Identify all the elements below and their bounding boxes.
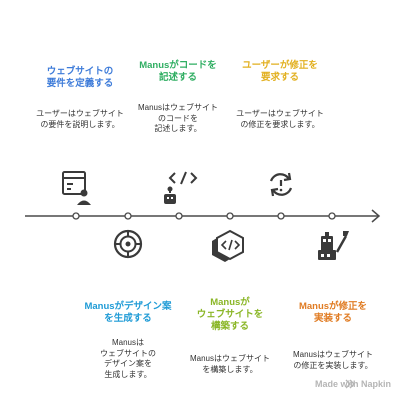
target-circle-icon [113, 229, 143, 259]
step-5-desc: ユーザーはウェブサイト の修正を要求します。 [236, 109, 324, 129]
timeline-node-4 [226, 212, 234, 220]
timeline-node-6 [328, 212, 336, 220]
refresh-alert-icon [269, 172, 293, 197]
robot-code-icon [164, 171, 198, 204]
step-5-title: ユーザーが修正を 要求する [242, 60, 318, 83]
timeline-arrowhead [371, 209, 381, 223]
napkin-branding: Made with Napkin [314, 379, 391, 389]
timeline-node-5 [277, 212, 285, 220]
step-6-title: Manusが修正を 実装する [298, 301, 368, 324]
step-1-title: ウェブサイトの 要件を定義する [46, 66, 114, 89]
timeline-node-2 [124, 212, 132, 220]
timeline-node-1 [72, 212, 80, 220]
step-3-title: Manusがコードを 記述する [139, 60, 217, 83]
step-2-title: Manusがデザイン案 を生成する [84, 301, 172, 324]
napkin-logo-icon [345, 379, 355, 389]
robot-tools-icon [318, 231, 349, 260]
step-1-desc: ユーザーはウェブサイト の要件を説明します。 [36, 109, 124, 129]
document-user-icon [62, 171, 91, 205]
step-4-title: Manusが ウェブサイトを 構築する [196, 297, 264, 332]
step-3-desc: Manusはウェブサイト のコードを 記述します。 [137, 103, 218, 133]
timeline-node-3 [175, 212, 183, 220]
step-4-desc: Manusはウェブサイト を構築します。 [189, 354, 270, 374]
code-cube-icon [212, 229, 244, 262]
step-2-desc: Manusは ウェブサイトの デザイン案を 生成します。 [100, 338, 156, 379]
step-6-desc: Manusはウェブサイト の修正を実装します。 [292, 350, 373, 370]
